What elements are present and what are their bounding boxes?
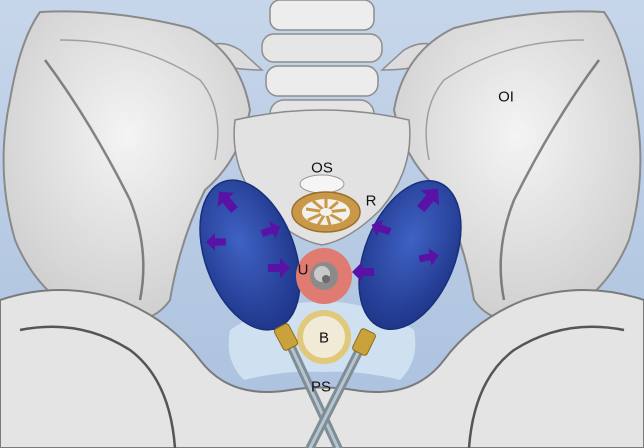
label-b: B xyxy=(319,330,329,347)
label-ps: PS xyxy=(311,379,331,396)
label-os: OS xyxy=(311,160,333,177)
label-u: U xyxy=(298,262,309,279)
label-r: R xyxy=(366,193,377,210)
label-oi: OI xyxy=(498,89,514,106)
rectum-ring xyxy=(292,192,360,232)
